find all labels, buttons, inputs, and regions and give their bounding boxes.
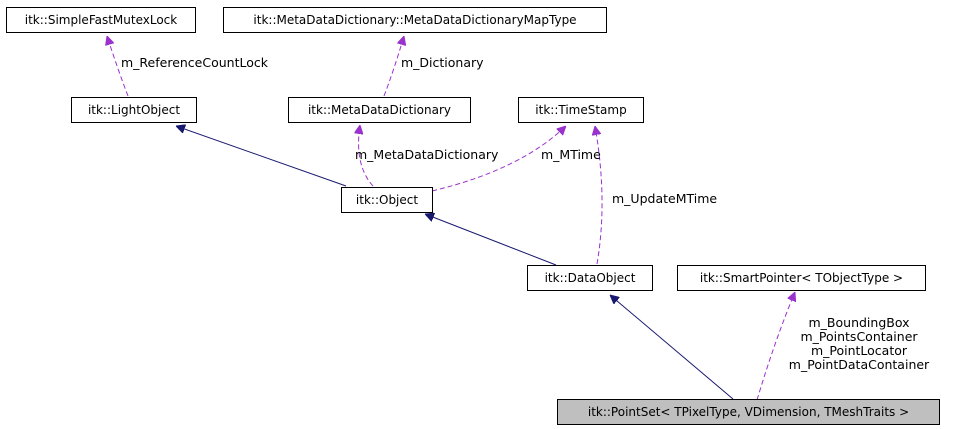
node-meta-data-dictionary-map-type[interactable]: itk::MetaDataDictionary::MetaDataDiction… [223,7,607,33]
edge-mtime [431,126,566,192]
label-dictionary: m_Dictionary [401,55,484,70]
label-update-mtime: m_UpdateMTime [612,191,718,206]
edge-point-set-to-data-object [610,295,734,400]
node-light-object[interactable]: itk::LightObject [71,97,197,123]
edge-update-mtime [595,126,603,265]
label-smart-pointer-members: m_BoundingBox m_PointsContainer m_PointL… [784,316,934,372]
label-points-container: m_PointsContainer [800,329,918,344]
node-data-object[interactable]: itk::DataObject [527,265,653,291]
label-reference-count-lock: m_ReferenceCountLock [121,55,268,70]
node-time-stamp[interactable]: itk::TimeStamp [518,97,644,123]
edge-smart-pointer [756,292,795,401]
node-meta-data-dictionary[interactable]: itk::MetaDataDictionary [288,97,471,123]
edge-object-to-light-object [176,126,347,187]
label-point-data-container: m_PointDataContainer [788,357,930,372]
edge-meta-data-dictionary [359,125,374,187]
edge-reference-count-lock [107,36,129,97]
label-mtime: m_MTime [541,147,601,162]
edge-data-object-to-object [425,214,557,266]
label-bounding-box: m_BoundingBox [808,315,910,330]
node-point-set[interactable]: itk::PointSet< TPixelType, VDimension, T… [557,399,940,425]
node-object[interactable]: itk::Object [341,187,433,213]
label-meta-data-dictionary: m_MetaDataDictionary [355,147,499,162]
node-simple-fast-mutex-lock[interactable]: itk::SimpleFastMutexLock [6,7,196,33]
node-smart-pointer[interactable]: itk::SmartPointer< TObjectType > [677,265,926,291]
label-point-locator: m_PointLocator [810,343,908,358]
edge-dictionary [383,36,404,97]
